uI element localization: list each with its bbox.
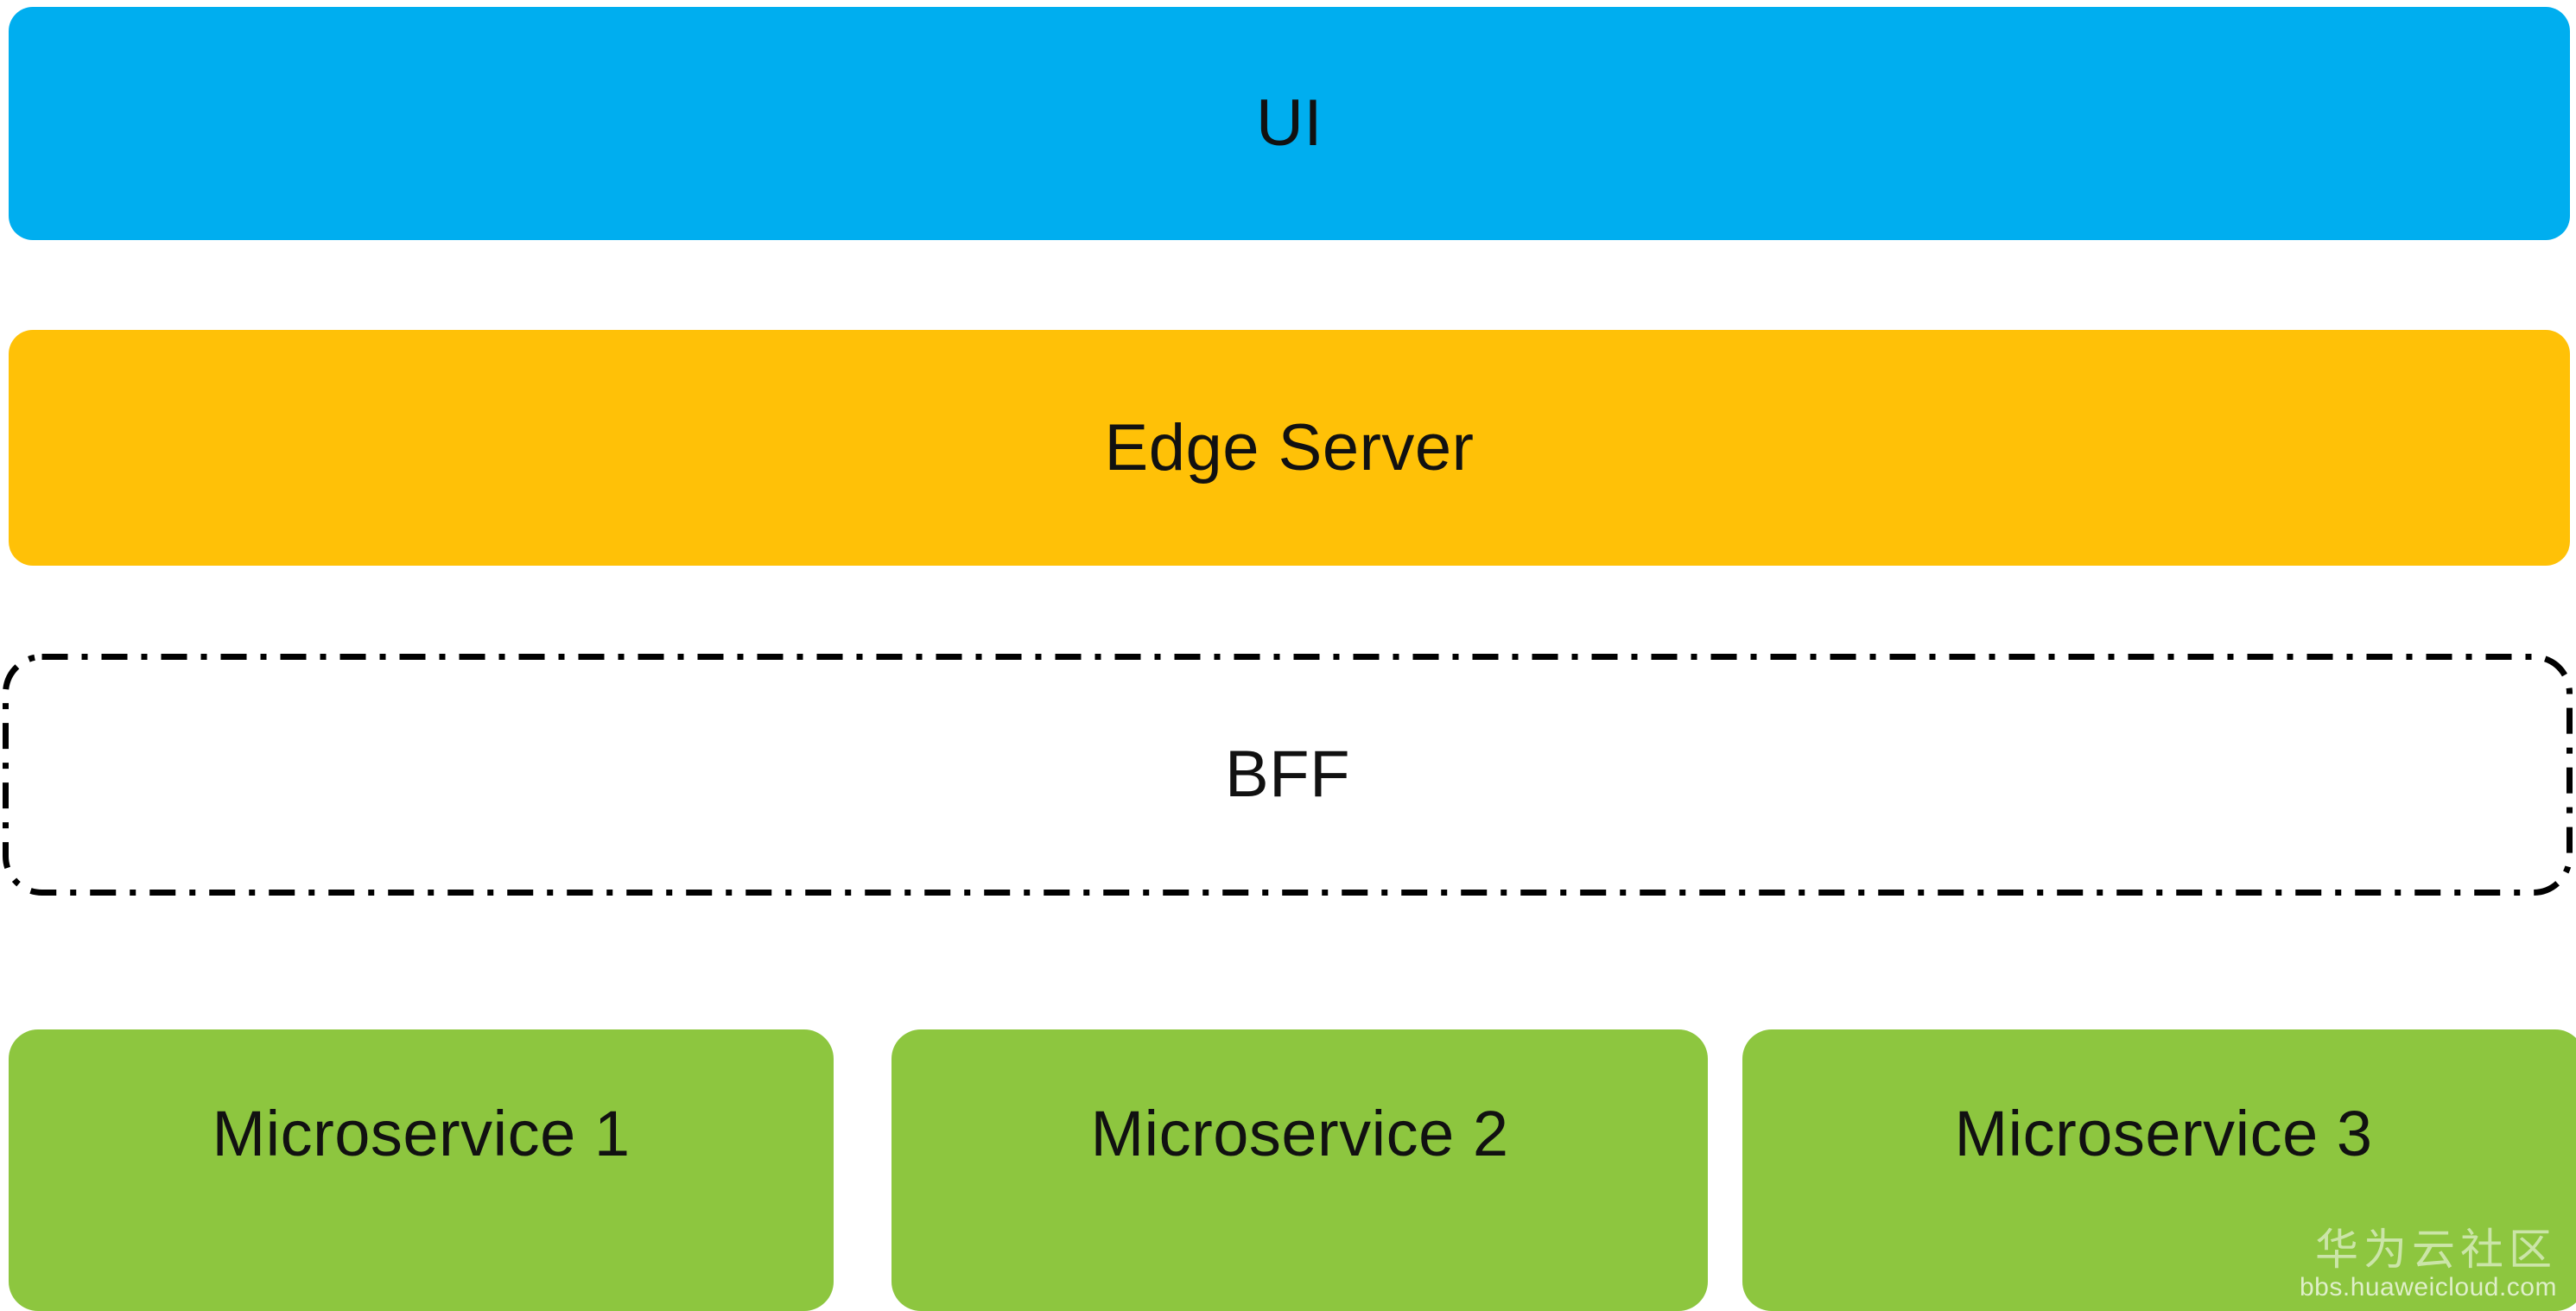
edge-server-layer-label: Edge Server [1104,410,1475,484]
ui-layer-box[interactable]: UI [9,7,2570,240]
microservice-1-label: Microservice 1 [212,1098,631,1169]
microservice-3-label: Microservice 3 [1954,1098,2373,1169]
microservice-3-box[interactable]: Microservice 3 [1742,1029,2576,1311]
microservice-2-box[interactable]: Microservice 2 [891,1029,1708,1311]
edge-server-layer-box[interactable]: Edge Server [9,330,2570,566]
microservice-1-box[interactable]: Microservice 1 [9,1029,834,1311]
ui-layer-label: UI [1256,86,1323,160]
microservice-2-label: Microservice 2 [1090,1098,1509,1169]
bff-layer-label: BFF [1224,738,1351,811]
bff-layer-box[interactable]: BFF [3,654,2573,896]
